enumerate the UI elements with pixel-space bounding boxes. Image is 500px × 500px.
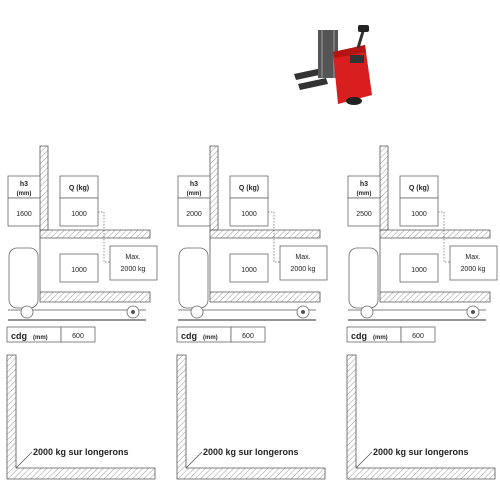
h3-value-cell [347, 197, 381, 227]
cdg-value: 600 [72, 333, 84, 340]
max-capacity-box [279, 245, 328, 281]
max-capacity-box [449, 245, 498, 281]
h3-label: h3 [20, 181, 28, 188]
q-lower-value: 1000 [71, 267, 87, 274]
q-value-cell [59, 197, 99, 227]
q-box: Q (kg) 1000 [59, 175, 99, 227]
h3-unit: (mm) [17, 191, 32, 197]
cdg-label: cdg [181, 331, 197, 341]
cdg-unit: (mm) [33, 335, 48, 341]
longeron-bevel [355, 451, 373, 469]
h3-value-cell [7, 197, 41, 227]
leader-line [98, 211, 110, 263]
electric-pallet-stacker-icon [294, 25, 372, 105]
q-lower-cell [59, 253, 99, 283]
longeron-caption: 2000 kg sur longerons [373, 447, 469, 457]
q-upper-value: 1000 [411, 211, 427, 218]
cdg-value: 600 [242, 333, 254, 340]
leader-line [438, 211, 450, 263]
load-wheel-hub [131, 310, 135, 314]
longeron-l-shape [6, 354, 156, 480]
longeron-caption: 2000 kg sur longerons [203, 447, 299, 457]
h3-box: h3 (mm) 2000 [177, 175, 211, 227]
q-lower-value: 1000 [241, 267, 257, 274]
upper-fork [39, 229, 151, 239]
cdg-label: cdg [11, 331, 27, 341]
drive-wheel-icon [20, 305, 34, 319]
cdg-value: 600 [412, 333, 424, 340]
longeron-l-shape [346, 354, 496, 480]
longeron-l-shape [176, 354, 326, 480]
upper-fork [379, 229, 491, 239]
h3-box: h3 (mm) 1600 [7, 175, 41, 227]
h3-unit: (mm) [357, 191, 372, 197]
max-label: Max. [295, 254, 310, 261]
q-lower-cell [399, 253, 439, 283]
max-value: 2000 kg [121, 266, 146, 273]
mast [39, 145, 49, 231]
h3-value: 1600 [16, 211, 32, 218]
q-label: Q (kg) [409, 185, 429, 192]
q-label: Q (kg) [239, 185, 259, 192]
lower-fork [209, 291, 321, 303]
cdg-unit: (mm) [373, 335, 388, 341]
cdg-value-cell [230, 326, 266, 343]
truck-body [348, 247, 379, 309]
drive-wheel-icon [190, 305, 204, 319]
lower-fork [379, 291, 491, 303]
cdg-label: cdg [351, 331, 367, 341]
h3-label: h3 [190, 181, 198, 188]
q-lower-cell [229, 253, 269, 283]
q-box: Q (kg) 1000 [229, 175, 269, 227]
h3-unit: (mm) [187, 191, 202, 197]
max-label: Max. [465, 254, 480, 261]
h3-value: 2500 [356, 211, 372, 218]
upper-fork [209, 229, 321, 239]
max-capacity-box [109, 245, 158, 281]
h3-value-cell [177, 197, 211, 227]
cdg-unit: (mm) [203, 335, 218, 341]
longeron-bevel [185, 451, 203, 469]
h3-box: h3 (mm) 2500 [347, 175, 381, 227]
q-box: Q (kg) 1000 [399, 175, 439, 227]
drive-wheel-icon [360, 305, 374, 319]
q-lower-value: 1000 [411, 267, 427, 274]
lower-fork [39, 291, 151, 303]
h3-value: 2000 [186, 211, 202, 218]
max-label: Max. [125, 254, 140, 261]
longeron-caption: 2000 kg sur longerons [33, 447, 129, 457]
h3-label: h3 [360, 181, 368, 188]
q-upper-value: 1000 [241, 211, 257, 218]
longeron-bevel [15, 451, 33, 469]
mast [379, 145, 389, 231]
truck-body [8, 247, 39, 309]
max-value: 2000 kg [461, 266, 486, 273]
q-upper-value: 1000 [71, 211, 87, 218]
q-value-cell [229, 197, 269, 227]
truck-body [178, 247, 209, 309]
load-wheel-hub [301, 310, 305, 314]
leader-line [268, 211, 280, 263]
q-label: Q (kg) [69, 185, 89, 192]
load-wheel-hub [471, 310, 475, 314]
cdg-value-cell [400, 326, 436, 343]
cdg-value-cell [60, 326, 96, 343]
mast [209, 145, 219, 231]
max-value: 2000 kg [291, 266, 316, 273]
